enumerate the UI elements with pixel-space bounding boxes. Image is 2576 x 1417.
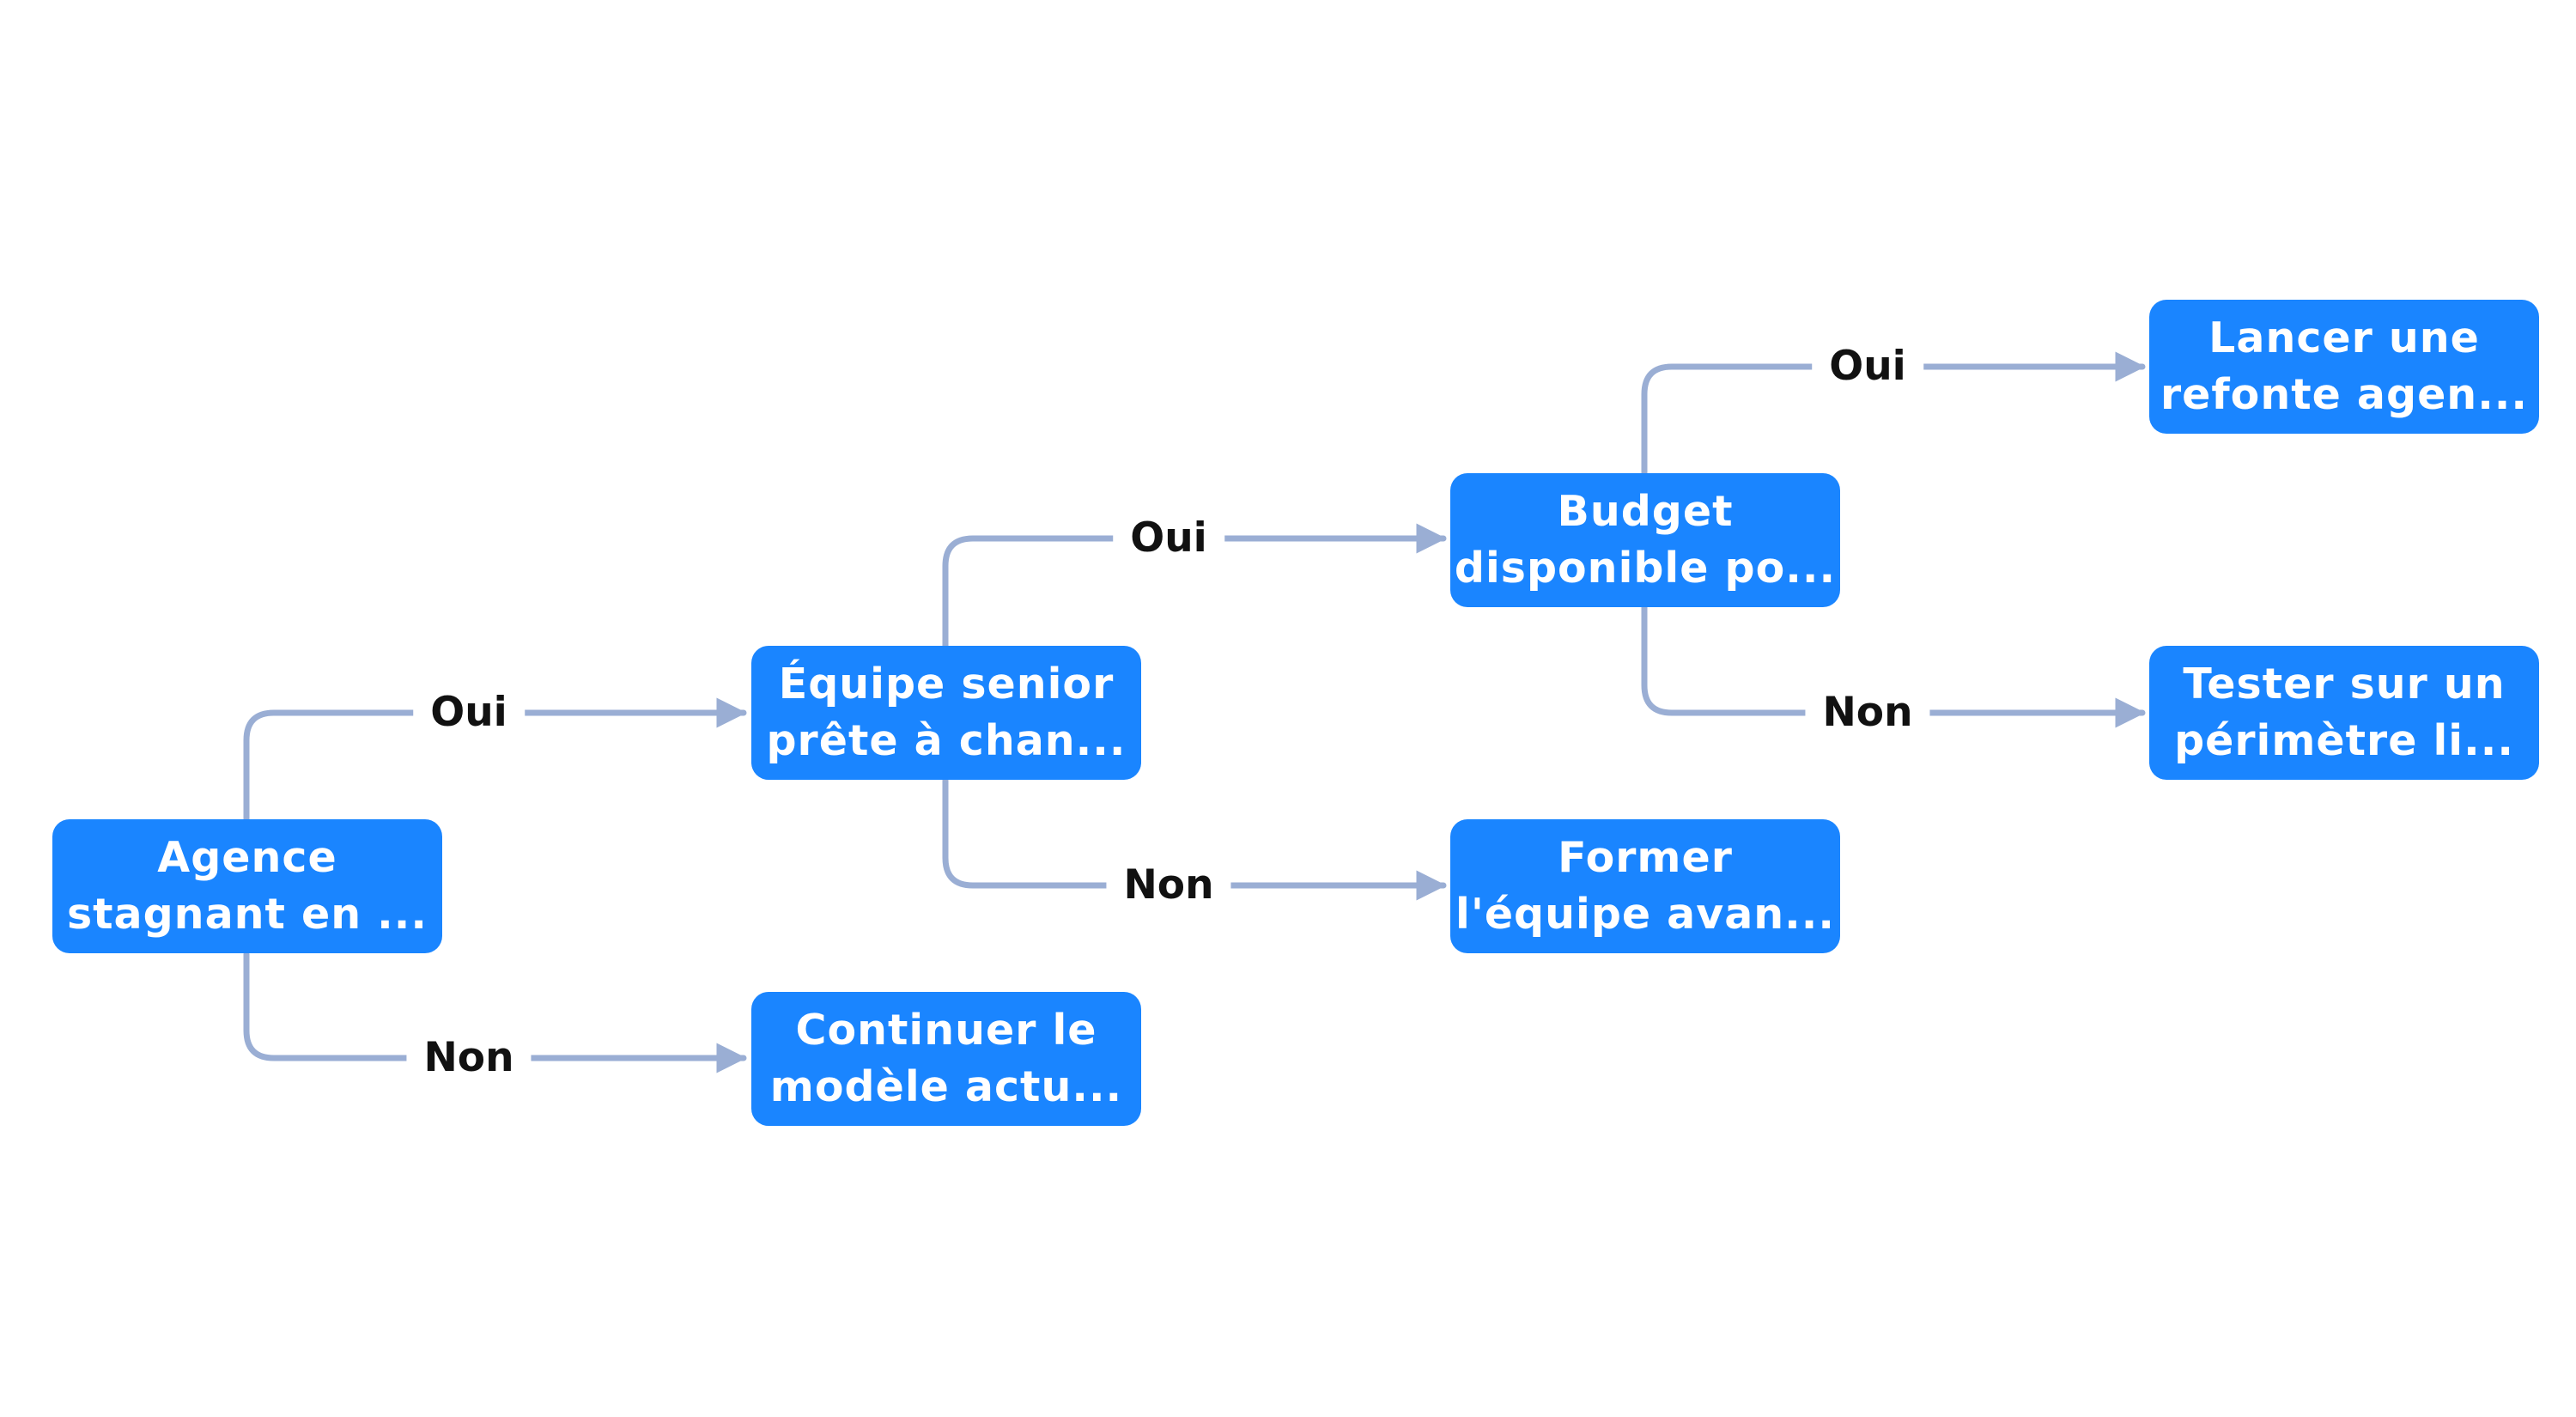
node-continue-line2: modèle actu... xyxy=(769,1062,1123,1111)
node-continue-line1: Continuer le xyxy=(795,1006,1097,1055)
node-root-line2: stagnant en ... xyxy=(66,890,428,939)
node-root[interactable]: Agence stagnant en ... xyxy=(52,819,442,953)
node-launch-line1: Lancer une xyxy=(2208,313,2480,362)
node-team-line2: prête à chan... xyxy=(766,716,1127,765)
connector-budget-launch xyxy=(1641,351,2146,477)
edge-label-team-train: Non xyxy=(1106,861,1231,909)
node-test-line1: Tester sur un xyxy=(2183,660,2506,708)
node-launch-line2: refonte agen... xyxy=(2160,370,2529,419)
edge-label-budget-launch: Oui xyxy=(1812,343,1923,391)
edge-label-budget-test: Non xyxy=(1805,689,1930,737)
edge-label-root-continue: Non xyxy=(406,1034,532,1082)
node-train-line2: l'équipe avan... xyxy=(1455,890,1835,939)
node-continue[interactable]: Continuer le modèle actu... xyxy=(751,992,1141,1126)
connector-root-continue xyxy=(243,951,747,1073)
edge-label-team-budget: Oui xyxy=(1113,514,1224,563)
node-test[interactable]: Tester sur un périmètre li... xyxy=(2149,646,2539,780)
edge-label-root-team: Oui xyxy=(413,689,525,737)
node-budget-line1: Budget xyxy=(1557,487,1734,536)
connector-team-budget xyxy=(942,523,1447,649)
node-budget[interactable]: Budget disponible po... xyxy=(1450,473,1840,607)
node-budget-line2: disponible po... xyxy=(1454,544,1837,593)
connector-budget-test xyxy=(1641,604,2146,728)
node-train-line1: Former xyxy=(1558,833,1733,882)
connector-root-team xyxy=(243,697,747,824)
node-root-line1: Agence xyxy=(157,833,337,882)
node-train[interactable]: Former l'équipe avan... xyxy=(1450,819,1840,953)
node-launch[interactable]: Lancer une refonte agen... xyxy=(2149,300,2539,434)
node-test-line2: périmètre li... xyxy=(2174,716,2514,765)
connector-team-train xyxy=(942,776,1447,901)
node-team[interactable]: Équipe senior prête à chan... xyxy=(751,646,1141,780)
node-team-line1: Équipe senior xyxy=(778,660,1115,708)
